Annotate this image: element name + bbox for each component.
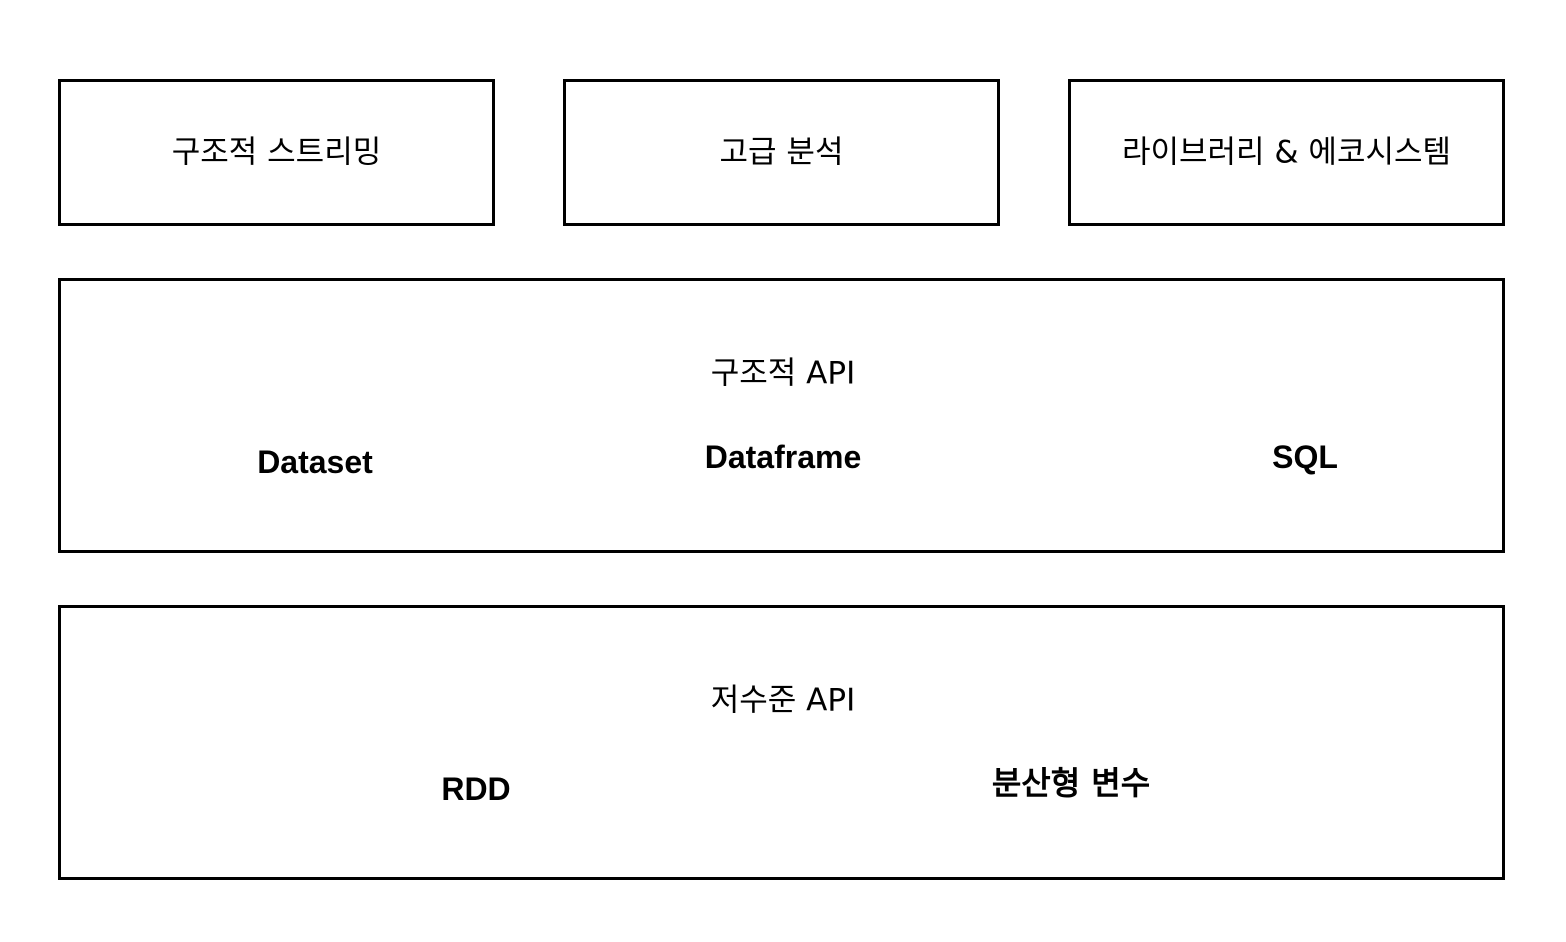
dataframe-label: Dataframe [704, 439, 862, 475]
sql-label: SQL [1272, 439, 1338, 475]
rdd-label: RDD [441, 771, 511, 807]
libraries-ecosystem-label: 라이브러리 & 에코시스템 [1121, 134, 1452, 170]
structured-api-title: 구조적 API [710, 355, 856, 392]
structured-api-box: 구조적 API Dataset Dataframe SQL [58, 278, 1505, 553]
distributed-variables-label: 분산형 변수 [991, 764, 1151, 802]
low-level-api-title: 저수준 API [710, 682, 856, 719]
advanced-analytics-box: 고급 분석 [563, 79, 1000, 226]
dataset-label: Dataset [257, 444, 373, 480]
structured-streaming-box: 구조적 스트리밍 [58, 79, 495, 226]
low-level-api-box: 저수준 API RDD 분산형 변수 [58, 605, 1505, 880]
libraries-ecosystem-box: 라이브러리 & 에코시스템 [1068, 79, 1505, 226]
structured-streaming-label: 구조적 스트리밍 [171, 134, 382, 170]
advanced-analytics-label: 고급 분석 [719, 134, 844, 170]
